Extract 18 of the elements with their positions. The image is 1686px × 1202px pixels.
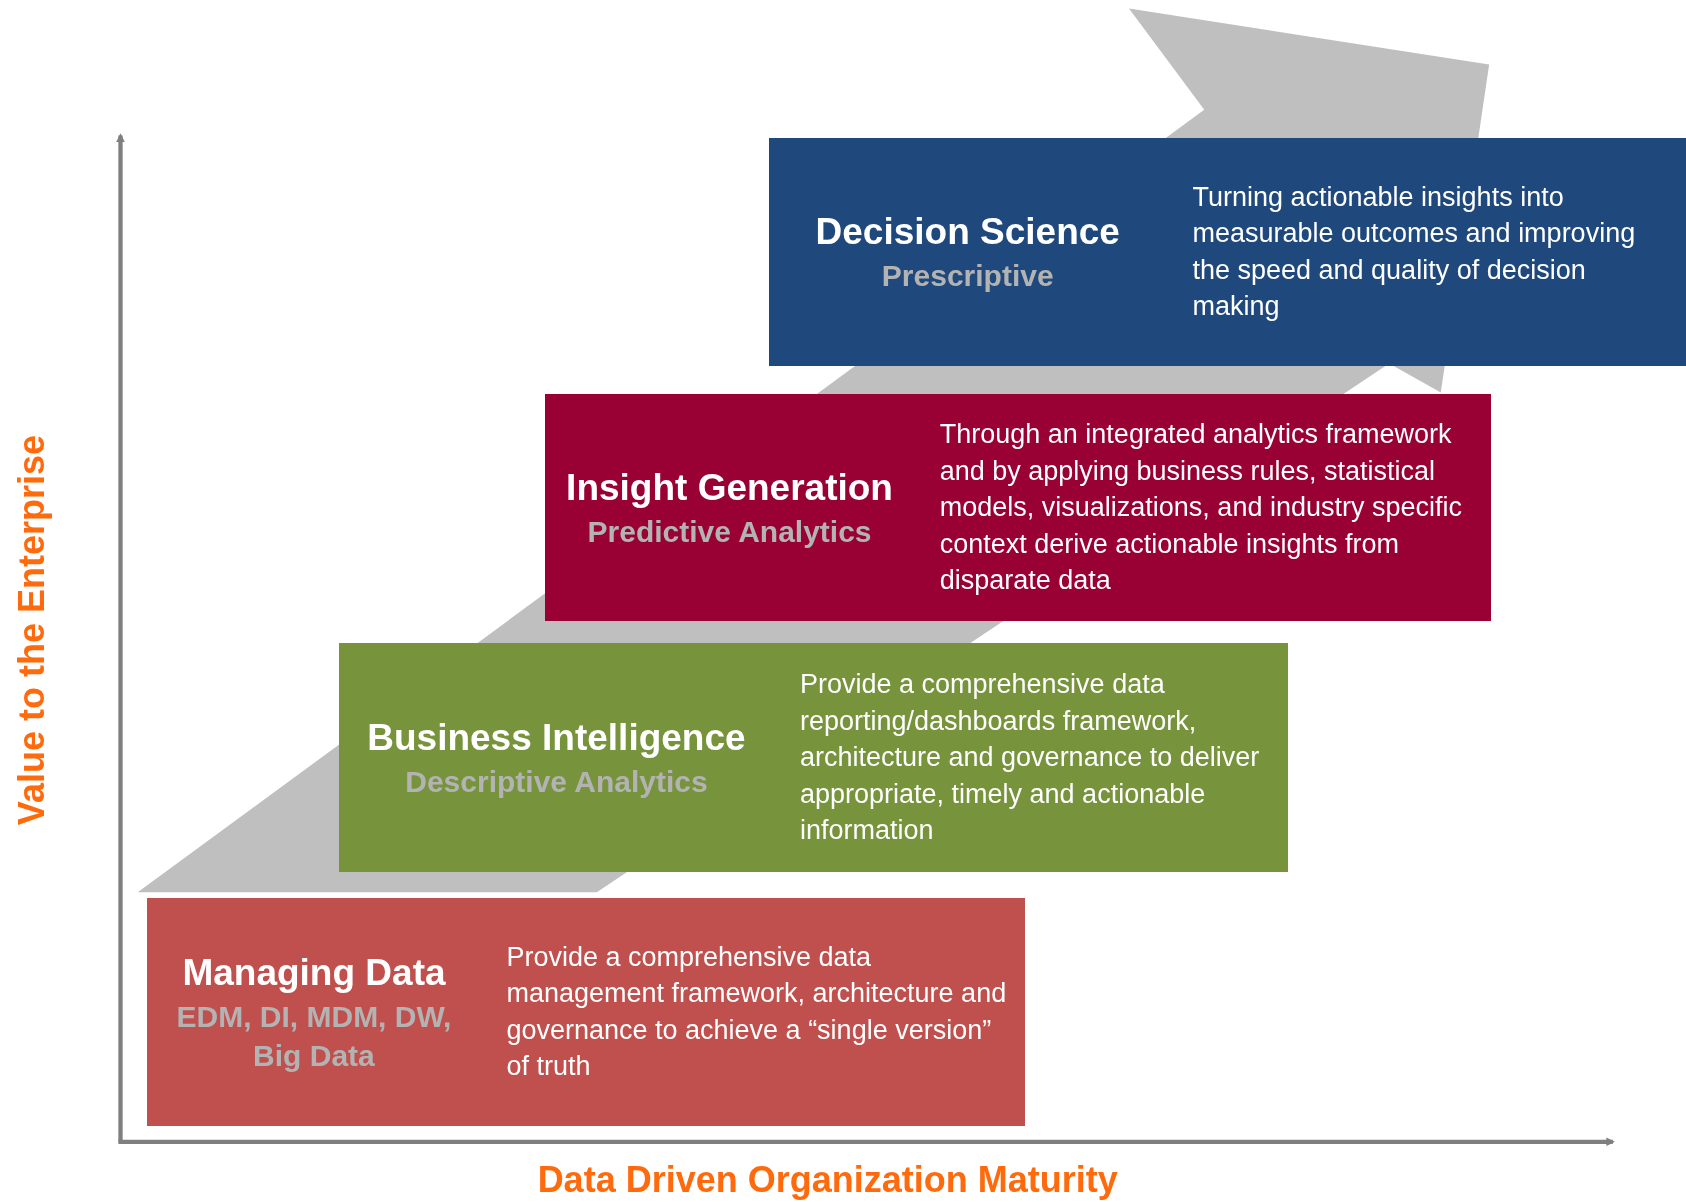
stage-title: Managing Data bbox=[182, 950, 446, 995]
stage-subtitle: Predictive Analytics bbox=[587, 514, 872, 551]
stage-box bbox=[338, 643, 1289, 872]
stage-title: Insight Generation bbox=[566, 465, 893, 510]
stage-box bbox=[147, 897, 1025, 1126]
stage-box bbox=[545, 393, 1492, 622]
stage-description: Provide a comprehensive data reporting/dashboards framework, architecture and governance to deliver appropriate, timely and actionable information bbox=[799, 668, 1261, 848]
stage-title: Business Intelligence bbox=[367, 715, 746, 760]
stage-box bbox=[768, 137, 1686, 366]
stage-subtitle: EDM, DI, MDM, DW, Big Data bbox=[175, 998, 453, 1074]
stage-description: Through an integrated analytics framework and by applying business rules, statistical models, visualizations, and industry specific context derive actionable insights from disparate data bbox=[939, 418, 1463, 598]
y-axis-title: Value to the Enterprise bbox=[10, 435, 53, 826]
stage-subtitle: Descriptive Analytics bbox=[405, 764, 708, 801]
stage-subtitle: Prescriptive bbox=[881, 258, 1054, 295]
stage-description: Provide a comprehensive data management framework, architecture and governance to achieve a “single version” of truth bbox=[506, 940, 1008, 1084]
x-axis-title: Data Driven Organization Maturity bbox=[537, 1159, 1118, 1202]
stage-description: Turning actionable insights into measurable outcomes and improving the speed and quality of decision making bbox=[1192, 180, 1637, 324]
stage-title: Decision Science bbox=[815, 210, 1120, 255]
